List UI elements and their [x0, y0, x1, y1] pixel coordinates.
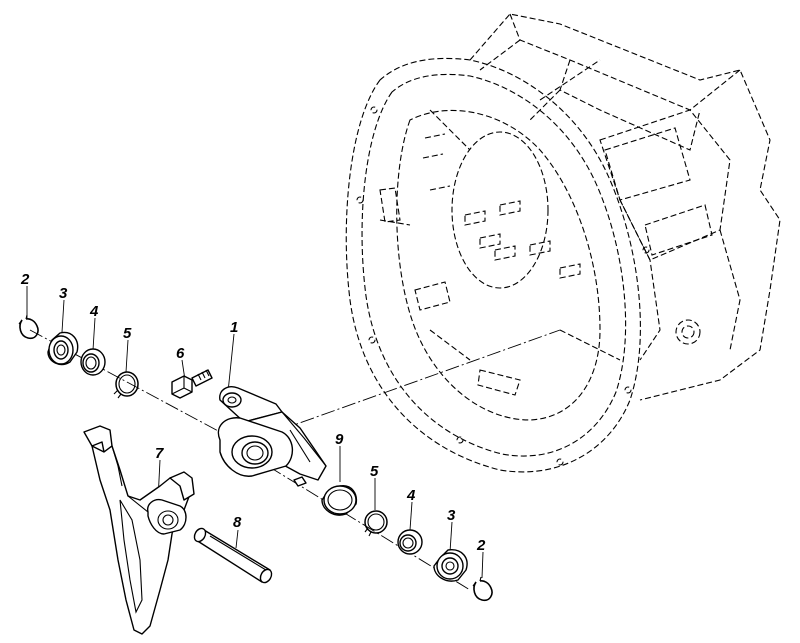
retaining-ring-left: [18, 314, 39, 340]
callout-4-left: 4: [89, 303, 99, 320]
bearing-right: [433, 549, 468, 582]
clutch-housing: [345, 13, 781, 473]
snap-ring-right: [364, 510, 388, 537]
bolt: [171, 369, 213, 399]
callout-2-right: 2: [476, 537, 486, 554]
callout-9: 9: [335, 431, 344, 448]
callout-1: 1: [230, 319, 238, 336]
release-fork: [83, 425, 195, 635]
snap-ring-left: [113, 371, 139, 399]
fork-shaft: [193, 527, 273, 584]
callout-2-left: 2: [20, 271, 30, 288]
callout-7: 7: [155, 445, 164, 462]
callout-8: 8: [233, 514, 242, 531]
callout-6: 6: [176, 345, 185, 362]
release-lever-bracket: [217, 386, 327, 487]
callout-5-left: 5: [123, 325, 132, 342]
washer-left: [80, 348, 106, 376]
bearing-left: [47, 331, 79, 366]
assembly-axes: [29, 329, 561, 591]
callout-3-left: 3: [59, 285, 68, 302]
callout-4-right: 4: [406, 487, 416, 504]
callout-3-right: 3: [447, 507, 456, 524]
bushing: [321, 485, 358, 516]
callout-labels: 1 2 2 3 3 4 4 5 5 6 7 8 9: [20, 271, 486, 554]
callout-5-right: 5: [370, 463, 379, 480]
retaining-ring-right: [472, 576, 493, 602]
washer-right: [397, 529, 423, 555]
